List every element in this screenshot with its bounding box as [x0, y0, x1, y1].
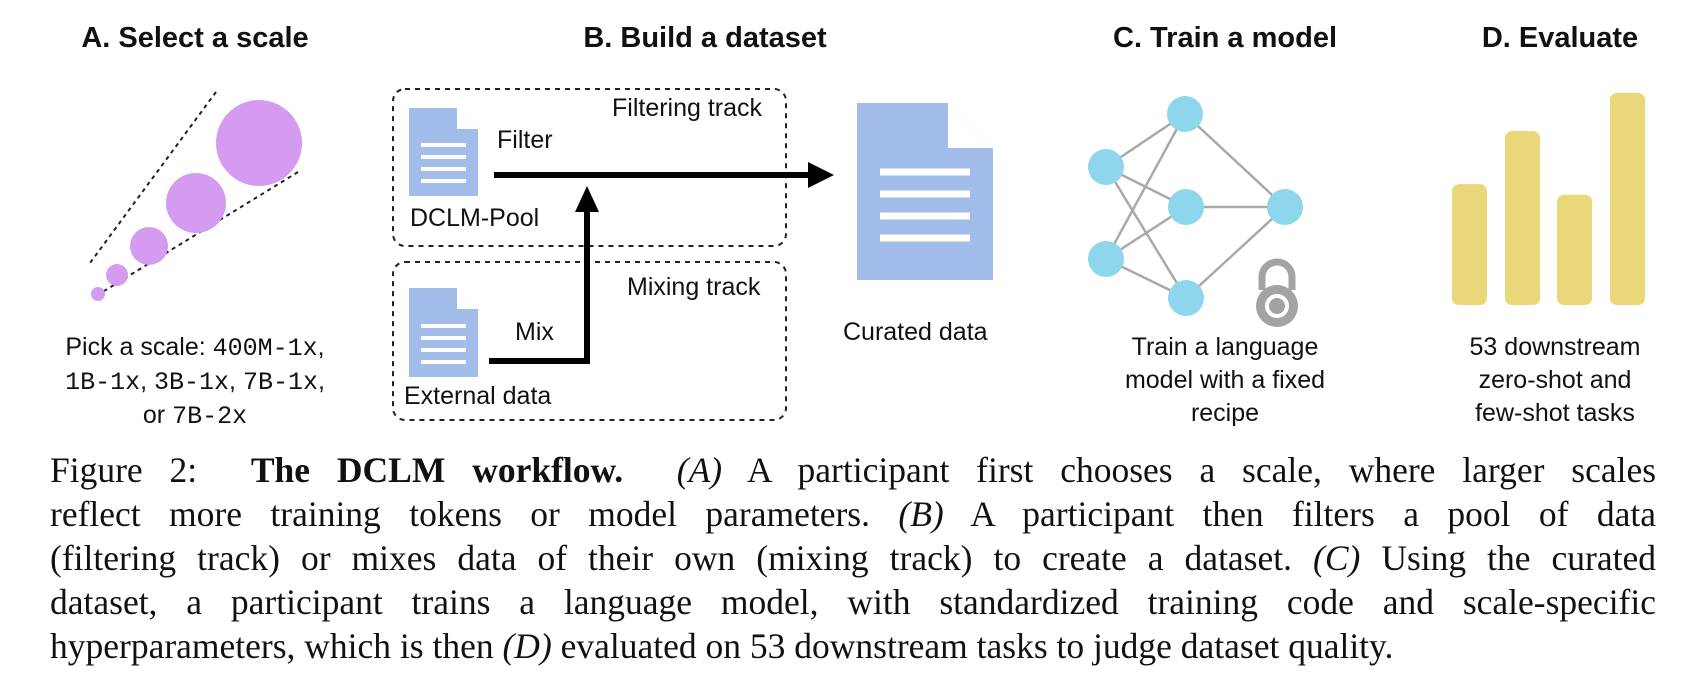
arrow-icon [494, 162, 834, 188]
evaluation-bar [1610, 93, 1645, 305]
arrow-icon [489, 186, 599, 364]
cone-edge-upper [89, 91, 217, 264]
document-icon [857, 103, 993, 280]
ref-a: (A) [676, 450, 723, 490]
panel-d-title: D. Evaluate [1481, 22, 1639, 54]
curated-data-label: Curated data [843, 318, 988, 346]
document-icon [409, 108, 478, 196]
scale-caption: Pick a scale: 400M-1x, 1B-1x, 3B-1x, 7B-… [30, 331, 360, 433]
caption-line: Figure 2: The DCLM workflow. (A) A parti… [50, 448, 1656, 492]
evaluation-bar [1505, 131, 1540, 305]
mix-label: Mix [515, 318, 554, 346]
caption-line: reflect more training tokens or model pa… [50, 492, 1656, 536]
neural-network [1088, 96, 1303, 316]
network-node [1168, 280, 1204, 316]
filter-label: Filter [497, 126, 553, 154]
scale-circle-7b-2x [216, 100, 302, 186]
caption-text: dataset, a participant trains a language… [50, 582, 1656, 622]
ref-c: (C) [1313, 538, 1361, 578]
ref-d: (D) [502, 626, 552, 666]
figure-label: Figure 2: [50, 450, 198, 490]
workflow-diagram [89, 88, 1645, 421]
network-node [1088, 241, 1124, 277]
train-caption: Train a language model with a fixed reci… [1075, 331, 1375, 430]
document-icon [409, 288, 478, 377]
caption-text: A participant then filters a pool of dat… [943, 494, 1656, 534]
scale-option: 7B-2x [172, 402, 248, 431]
evaluate-caption: 53 downstream zero-shot and few-shot tas… [1415, 331, 1695, 430]
scale-separator: , [317, 367, 325, 395]
lock-icon [1256, 258, 1298, 327]
scale-circle-7b-1x [166, 173, 226, 233]
caption-line: (filtering track) or mixes data of their… [50, 536, 1656, 580]
filtering-track-label: Filtering track [612, 94, 763, 122]
caption-line: hyperparameters, which is then (D) evalu… [50, 624, 1656, 668]
panel-b-title: B. Build a dataset [583, 22, 827, 54]
evaluation-bar [1452, 184, 1487, 305]
scale-caption-prefix: Pick a scale: [65, 333, 213, 361]
panel-a-title: A. Select a scale [81, 22, 309, 54]
ref-b: (B) [898, 494, 944, 534]
scale-or: or [142, 401, 166, 429]
scale-separator: , [317, 333, 325, 361]
mixing-track-label: Mixing track [627, 273, 761, 301]
train-caption-line: model with a fixed [1124, 366, 1326, 394]
scale-option: 1B-1x [65, 368, 141, 397]
dclm-pool-label: DCLM-Pool [410, 204, 540, 232]
network-node [1088, 149, 1124, 185]
evaluate-caption-line: 53 downstream [1469, 333, 1641, 361]
evaluation-bars [1452, 93, 1645, 305]
scale-separator: , [140, 367, 148, 395]
caption-text: reflect more training tokens or model pa… [50, 494, 899, 534]
train-caption-line: recipe [1190, 399, 1260, 427]
caption-text: hyperparameters, which is then [50, 626, 503, 666]
network-node [1168, 189, 1204, 225]
caption-line: dataset, a participant trains a language… [50, 580, 1656, 624]
external-data-label: External data [404, 382, 552, 410]
train-caption-line: Train a language [1131, 333, 1319, 361]
scale-circle-400m-1x [91, 287, 105, 301]
scale-option: 7B-1x [242, 368, 318, 397]
scale-circle-3b-1x [130, 227, 168, 265]
figure-title: The DCLM workflow. [250, 450, 624, 490]
caption-text: evaluated on 53 downstream tasks to judg… [551, 626, 1394, 666]
scale-option: 400M-1x [212, 334, 318, 363]
network-node [1167, 96, 1203, 132]
scale-option: 3B-1x [154, 368, 230, 397]
panel-c-title: C. Train a model [1113, 22, 1337, 54]
figure-caption: Figure 2: The DCLM workflow. (A) A parti… [50, 448, 1656, 668]
evaluation-bar [1557, 194, 1592, 305]
caption-text: Using the curated [1360, 538, 1657, 578]
caption-text: A participant first chooses a scale, whe… [722, 450, 1657, 490]
evaluate-caption-line: few-shot tasks [1475, 399, 1635, 427]
network-node [1267, 189, 1303, 225]
scale-separator: , [229, 367, 236, 395]
evaluate-caption-line: zero-shot and [1478, 366, 1632, 394]
scale-circles [89, 91, 302, 301]
scale-circle-1b-1x [106, 264, 128, 286]
caption-text: (filtering track) or mixes data of their… [50, 538, 1314, 578]
